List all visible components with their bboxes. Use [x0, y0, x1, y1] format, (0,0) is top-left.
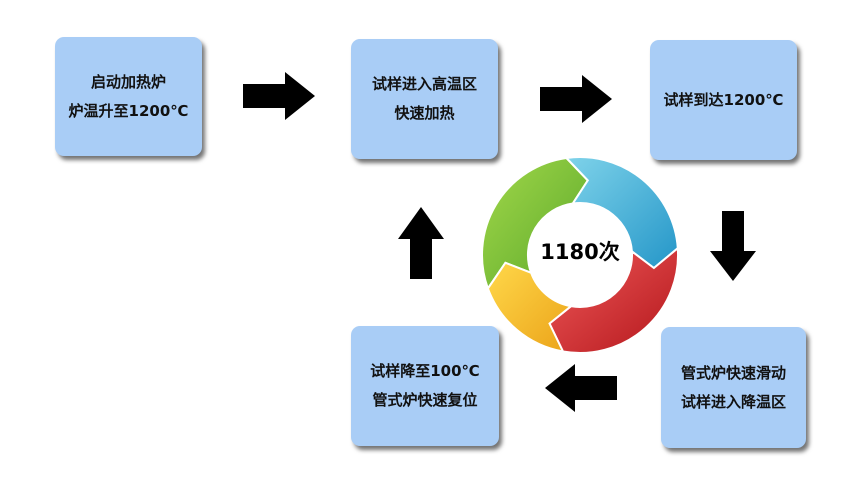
step-text: 管式炉快速滑动 — [680, 363, 786, 382]
step-text: 管式炉快速复位 — [372, 391, 478, 409]
step-text: 试样进入高温区 — [371, 75, 477, 93]
arrow-down-icon — [710, 211, 756, 281]
ring-segment-yellow — [486, 261, 574, 353]
step-text: 试样降至100℃ — [370, 362, 480, 380]
step-text: 炉温升至1200℃ — [68, 101, 189, 120]
step-box-cool-and-reset: 试样降至100℃ 管式炉快速复位 — [351, 326, 499, 446]
step-text: 试样进入降温区 — [680, 392, 786, 411]
step-text: 快速加热 — [394, 104, 455, 122]
step-text: 试样到达1200℃ — [663, 90, 784, 109]
arrow-up-icon — [398, 207, 444, 279]
step-box-reach-temperature: 试样到达1200℃ — [650, 40, 797, 160]
arrow-right-icon — [540, 75, 612, 123]
cycle-count-label: 1180次 — [540, 240, 620, 264]
arrow-left-icon — [545, 364, 617, 412]
arrow-right-icon — [243, 72, 315, 120]
ring-center — [529, 204, 631, 306]
step-box-enter-hot-zone: 试样进入高温区 快速加热 — [351, 39, 498, 159]
step-box-start-furnace: 启动加热炉 炉温升至1200℃ — [55, 37, 202, 156]
step-box-enter-cooling-zone: 管式炉快速滑动 试样进入降温区 — [661, 327, 806, 448]
step-text: 启动加热炉 — [90, 72, 166, 91]
